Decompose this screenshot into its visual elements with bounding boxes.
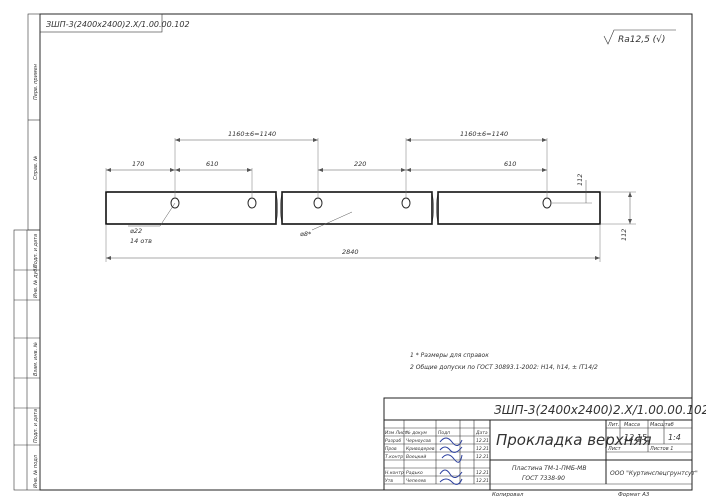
row-date-3: 12.21 — [476, 454, 489, 460]
roughness-icon — [603, 29, 676, 45]
signature-3 — [441, 454, 463, 463]
hole-3 — [313, 197, 323, 209]
copied-label: Копировал — [492, 492, 524, 498]
col-mass: Масса — [624, 422, 640, 428]
material-line-1: Пластина ТМ-1-ПМБ-МВ — [512, 465, 586, 472]
title-block — [383, 397, 693, 491]
row-name-3: Воецкий — [406, 454, 426, 460]
row-date-5: 12.21 — [476, 478, 489, 484]
row-name-4: Радько — [406, 470, 423, 476]
side-label-6: Инв. № подл — [33, 454, 39, 488]
dim-610-left: 610 — [206, 160, 218, 168]
company: ООО "Куртинспецгрунтсут" — [610, 470, 698, 477]
col-scale: Масштаб — [650, 422, 674, 428]
side-label-4: Взам. инв. № — [33, 342, 39, 376]
row-name-2: Криводерев — [406, 446, 435, 452]
note-1: 1 * Размеры для справок — [410, 352, 489, 359]
signature-2 — [439, 446, 463, 453]
dim-top-left: 1160±6=1140 — [228, 130, 276, 138]
row-name-5: Чепелев — [406, 478, 426, 484]
stamp-box — [39, 13, 163, 33]
part-segment-3 — [437, 191, 601, 225]
dim-right-big: 112 — [620, 229, 628, 241]
row-date-4: 12.21 — [476, 470, 489, 476]
dim-220: 220 — [354, 160, 366, 168]
side-label-5: Подп. и дата — [33, 409, 39, 443]
holes — [170, 197, 552, 209]
hole-5 — [542, 197, 552, 209]
dim-total: 2840 — [342, 248, 359, 256]
hole-2 — [247, 197, 257, 209]
row-date-1: 12.21 — [476, 438, 489, 444]
hole-dia-label: ⌀22 — [130, 227, 142, 235]
dim-170: 170 — [132, 160, 144, 168]
row-role-4: Н.контр — [385, 470, 404, 476]
side-label-3: Инв. № дубл — [33, 265, 39, 298]
sheet-frame — [39, 13, 693, 491]
signature-5 — [439, 478, 463, 485]
signature-4 — [439, 469, 463, 478]
mass-value: 12,15 — [624, 433, 647, 442]
col-lit: Лит. — [607, 422, 620, 428]
signature-1 — [439, 437, 463, 446]
sheet-label: Лист — [607, 446, 622, 452]
scale-value: 1:4 — [668, 433, 681, 442]
dim-610-right: 610 — [504, 160, 516, 168]
side-label-1: Справ. № — [33, 156, 39, 180]
row-date-0: Дата — [475, 430, 488, 436]
note-2: 2 Общие допуски по ГОСТ 30893.1-2002: H1… — [410, 364, 598, 371]
dim-top-right: 1160±6=1140 — [460, 130, 508, 138]
designation: ЗШП-3(2400х2400)2.Х/1.00.00.102 — [494, 403, 706, 417]
row-role-5: Утв — [385, 478, 393, 484]
row-role-0: Изм Лист — [385, 430, 407, 436]
hole-4 — [401, 197, 411, 209]
row-role-1: Разраб — [385, 438, 401, 444]
part-name: Прокладка верхняя — [496, 431, 652, 449]
part-segment-1 — [105, 191, 277, 225]
side-label-0: Перв. примен — [33, 63, 39, 100]
format-label: Формат А3 — [618, 492, 650, 498]
row-date-2: 12.21 — [476, 446, 489, 452]
sheets-label: Листов 1 — [649, 446, 673, 452]
side-label-2: Подп. и дата — [33, 234, 39, 268]
side-strip-top — [27, 13, 41, 231]
hole-count-label: 14 отв — [130, 237, 152, 245]
row-role-3: Т.контр — [385, 454, 403, 460]
row-sign-0: Подп — [438, 430, 450, 436]
bend-label: ⌀8* — [300, 230, 312, 238]
row-name-1: Черноусов — [406, 438, 431, 444]
stamp-code: ЗШП-3(2400х2400)2.Х/1.00.00.102 — [46, 20, 190, 29]
material-line-2: ГОСТ 7338-90 — [522, 475, 565, 482]
row-role-2: Пров — [385, 446, 397, 452]
row-name-0: № докум — [405, 430, 427, 436]
dim-right-small: 112 — [576, 174, 584, 186]
part-segment-2 — [281, 191, 433, 225]
roughness-label: Ra12,5 (√) — [618, 34, 665, 45]
